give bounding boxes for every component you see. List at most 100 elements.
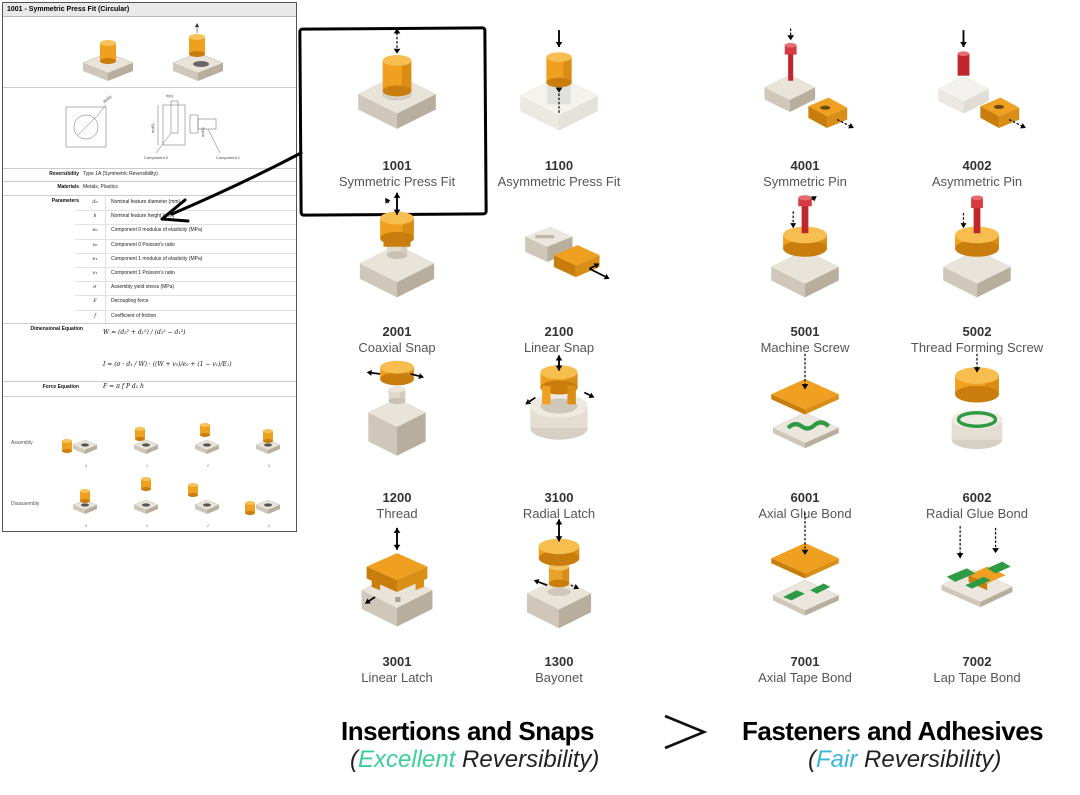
param-symbol: d₀ [92, 199, 98, 205]
joint-illustration-6002 [951, 353, 1003, 450]
parameters-label: Parameters [51, 198, 79, 204]
reversibility-label: Reversibility [49, 171, 79, 177]
sheet-component-illustrations [82, 23, 224, 81]
catalog-name: Bayonet [535, 670, 583, 685]
disassembly-step-2: 2 [206, 523, 210, 528]
catalog-code: 5002 [962, 324, 992, 339]
catalog-code: 3100 [544, 490, 574, 505]
disassembly-step-1: 1 [145, 523, 149, 528]
param-symbol: F [93, 298, 97, 305]
equation-f: F = π f P d₁ h [103, 383, 144, 390]
catalog-code: 1200 [382, 490, 412, 505]
param-description: Nominal feature height (mm) [111, 213, 175, 220]
catalog-name: Linear Latch [361, 670, 433, 685]
catalog-name: Asymmetric Pin [931, 174, 1023, 189]
param-symbol: f [94, 312, 96, 319]
label-dim-b: ø(d1) [200, 127, 205, 137]
assembly-step-illustration [133, 427, 159, 454]
joint-illustration-5001 [770, 195, 840, 298]
disassembly-step-illustration [72, 489, 98, 514]
param-symbol: e₀ [92, 227, 98, 234]
catalog-code: 6001 [790, 490, 820, 505]
comparator-greater-than [664, 714, 708, 750]
catalog-code: 2100 [544, 324, 574, 339]
right-subheading: (Fair Reversibility) [808, 746, 1002, 773]
param-symbol: σ [93, 284, 97, 291]
assembly-step-2: 2 [206, 463, 210, 468]
equation-w: W = (d₂² + d₁²) / (d₂² − d₁²) [103, 329, 186, 336]
param-symbol: v₁ [92, 270, 98, 276]
dimensional-equation-label: Dimensional Equation [30, 326, 83, 332]
catalog-name: Axial Tape Bond [758, 670, 852, 685]
assembly-step-illustration [255, 429, 281, 454]
catalog-name: Symmetric Press Fit [338, 174, 456, 189]
disassembly-step-illustration [188, 483, 220, 514]
joint-illustration-7001 [771, 512, 840, 616]
force-equation-label: Force Equation [42, 384, 79, 390]
catalog-code: 5001 [790, 324, 820, 339]
joint-illustration-1001 [357, 28, 437, 129]
right-heading: Fasteners and Adhesives [742, 716, 1044, 746]
catalog-code: 3001 [382, 654, 412, 669]
catalog-code: 4002 [962, 158, 992, 173]
assembly-step-3: 3 [267, 463, 271, 468]
joint-illustration-4002 [937, 30, 1026, 129]
joint-illustration-3100 [525, 355, 595, 440]
catalog-name: Thread [376, 506, 418, 521]
disassembly-step-0: 0 [84, 523, 88, 528]
materials-label: Materials [57, 184, 79, 190]
param-description: Component 1 Poisson's ratio [111, 270, 175, 276]
label-diameter: ø(d0) [102, 94, 113, 104]
catalog-code: 7001 [790, 654, 820, 669]
catalog-name: Coaxial Snap [358, 340, 436, 355]
param-symbol: e₁ [92, 255, 98, 262]
assembly-step-illustration [194, 423, 220, 454]
left-subheading: (Excellent Reversibility) [350, 746, 600, 773]
materials-value: Metals, Plastics [83, 184, 118, 190]
detail-sheet: 1001 - Symmetric Press Fit (Circular) [2, 2, 297, 532]
param-description: Nominal feature diameter (mm) [111, 199, 181, 205]
catalog-code: 1001 [382, 158, 412, 173]
disassembly-label: Disassembly [11, 501, 40, 507]
param-description: Coefficient of friction [111, 312, 157, 319]
joint-illustration-7002 [940, 526, 1014, 608]
param-description: Component 0 modulus of elasticity (MPa) [111, 227, 203, 234]
disassembly-step-illustration [245, 499, 281, 515]
sheet-title: 1001 - Symmetric Press Fit (Circular) [3, 3, 296, 17]
param-description: Assembly yield stress (MPa) [111, 284, 175, 291]
fair-keyword: Fair [816, 746, 858, 773]
label-dim-a: ø(d0) [150, 123, 155, 133]
catalog-name: Machine Screw [760, 340, 850, 355]
joint-illustration-2001 [359, 192, 435, 298]
disassembly-step-3: 3 [267, 523, 271, 528]
catalog-name: Lap Tape Bond [933, 670, 1021, 685]
sheet-technical-drawing: ø(d0) h(s) ø(d0) ø(d1) Component 0 Compo… [65, 93, 241, 160]
param-description: Component 0 Poisson's ratio [111, 241, 175, 248]
excellent-keyword: Excellent [358, 746, 456, 773]
joint-illustration-6001 [771, 353, 840, 449]
param-description: Decoupling force [111, 298, 149, 305]
disassembly-step-illustration [133, 477, 159, 514]
joint-illustration-5002 [942, 195, 1012, 298]
assembly-step-1: 1 [145, 463, 149, 468]
catalog-name: Symmetric Pin [763, 174, 847, 189]
catalog-name: Radial Glue Bond [926, 506, 1028, 521]
assembly-step-0: 0 [84, 463, 88, 468]
catalog-code: 1300 [544, 654, 574, 669]
catalog-code: 6002 [962, 490, 992, 505]
catalog-name: Radial Latch [522, 506, 596, 521]
